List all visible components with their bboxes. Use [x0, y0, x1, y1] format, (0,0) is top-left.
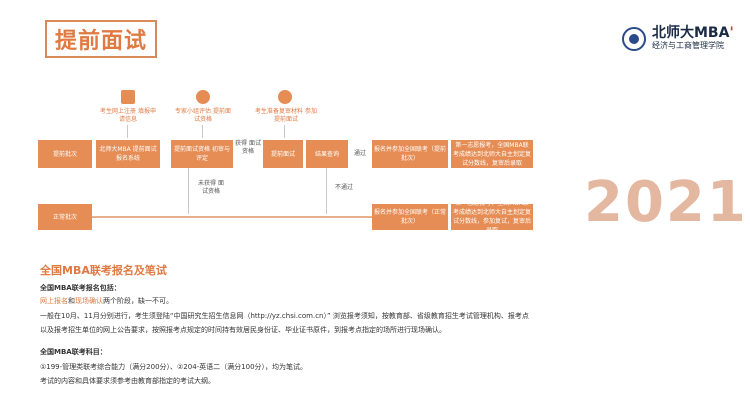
section-title: 全国MBA联考报名及笔试 [40, 264, 167, 277]
registration-detail-2: 以及报考招生单位的网上公告要求，按照报考点规定的时间持有效居民身份证、毕业证书原… [40, 326, 446, 334]
label-qualified: 获得 面试资格 [235, 140, 261, 155]
pen-icon [278, 90, 292, 104]
flow-step-admit-early: 第一志愿报考，全国MBA联考成绩达到北师大自主划定复试分数线，复审后录取 [451, 140, 533, 168]
note-register: 考生网上注册 填报申请信息 [100, 108, 156, 123]
flow-row-normal: 正常批次 [38, 204, 92, 230]
flow-step-exam-early: 报名并参加全国联考（提前批次） [372, 140, 448, 168]
connector [284, 125, 285, 138]
note-prepare: 考生准备复审材料 参加提前面试 [255, 108, 317, 123]
registration-detail-1: 一般在10月、11月分别进行，考生须登陆“中国研究生招生信息网（http://y… [40, 312, 529, 320]
flow-step-admit-normal: 第一志愿报考，全国MBA联考成绩达到北师大自主划定复试分数线，参加复试，复审后录… [451, 200, 533, 234]
logo-title: 北师大MBA' [652, 25, 734, 41]
label-fail: 不通过 [334, 184, 353, 191]
school-logo: 北师大MBA' 经济与工商管理学院 [622, 26, 734, 51]
logo-subtitle: 经济与工商管理学院 [652, 41, 724, 50]
year-label: 2021 [584, 170, 748, 235]
connector [92, 216, 372, 218]
form-icon [121, 90, 135, 104]
connector [188, 168, 189, 214]
expert-icon [196, 90, 210, 104]
page-title: 提前面试 [45, 20, 157, 58]
flow-step-review: 提前面试资格 初审与评定 [171, 140, 233, 168]
flow-step-exam-normal: 报名并参加全国联考（正常批次） [372, 204, 448, 230]
flow-step-result: 结果查询 [306, 140, 348, 168]
flow-row-early: 提前批次 [38, 140, 92, 168]
label-pass: 通过 [353, 150, 366, 157]
section-subtitle-registration: 全国MBA联考报名包括： [40, 284, 121, 292]
section-subtitle-subjects: 全国MBA联考科目： [40, 348, 107, 356]
connector [326, 168, 327, 214]
flow-step-system: 北师大MBA 提前面试报名系统 [96, 140, 160, 168]
flow-step-interview: 提前面试 [263, 140, 303, 168]
school-seal-icon [622, 26, 646, 51]
label-not-qualified: 未获得 面试资格 [198, 180, 224, 195]
registration-stages: 网上报名和现场确认两个阶段，缺一不可。 [40, 297, 173, 305]
subjects-list: ①199-管理类联考综合能力（满分200分）、②204-英语二（满分100分），… [40, 363, 308, 371]
connector [127, 125, 128, 138]
subjects-note: 考试的内容和具体要求须参考由教育部指定的考试大纲。 [40, 377, 215, 385]
connector [202, 125, 203, 138]
note-expert: 专家小组评估 提前面试资格 [175, 108, 231, 123]
